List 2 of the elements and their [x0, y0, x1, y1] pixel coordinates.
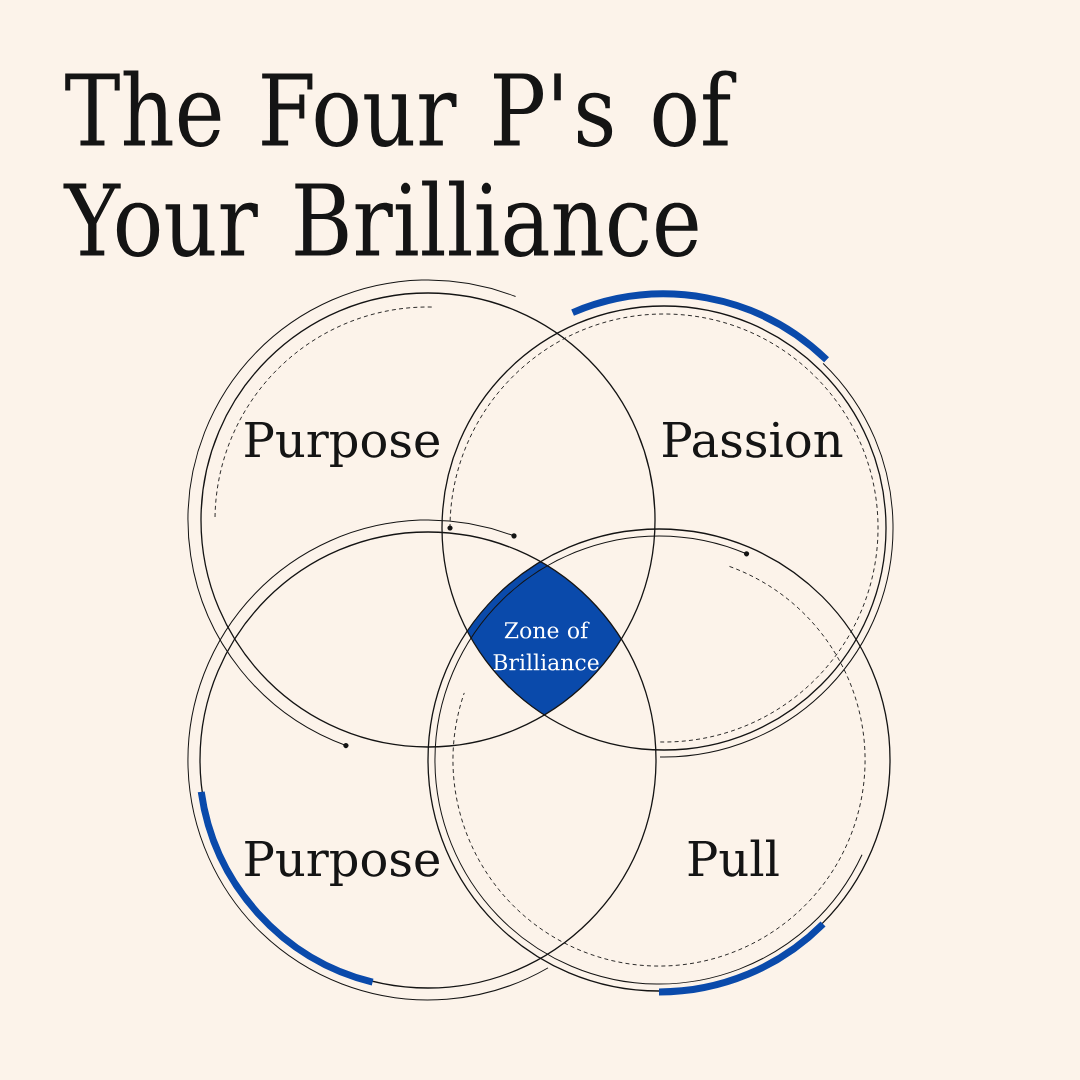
- title: The Four P's of Your Brilliance: [63, 70, 737, 258]
- overlap-zone: Zone of Brilliance: [467, 561, 622, 715]
